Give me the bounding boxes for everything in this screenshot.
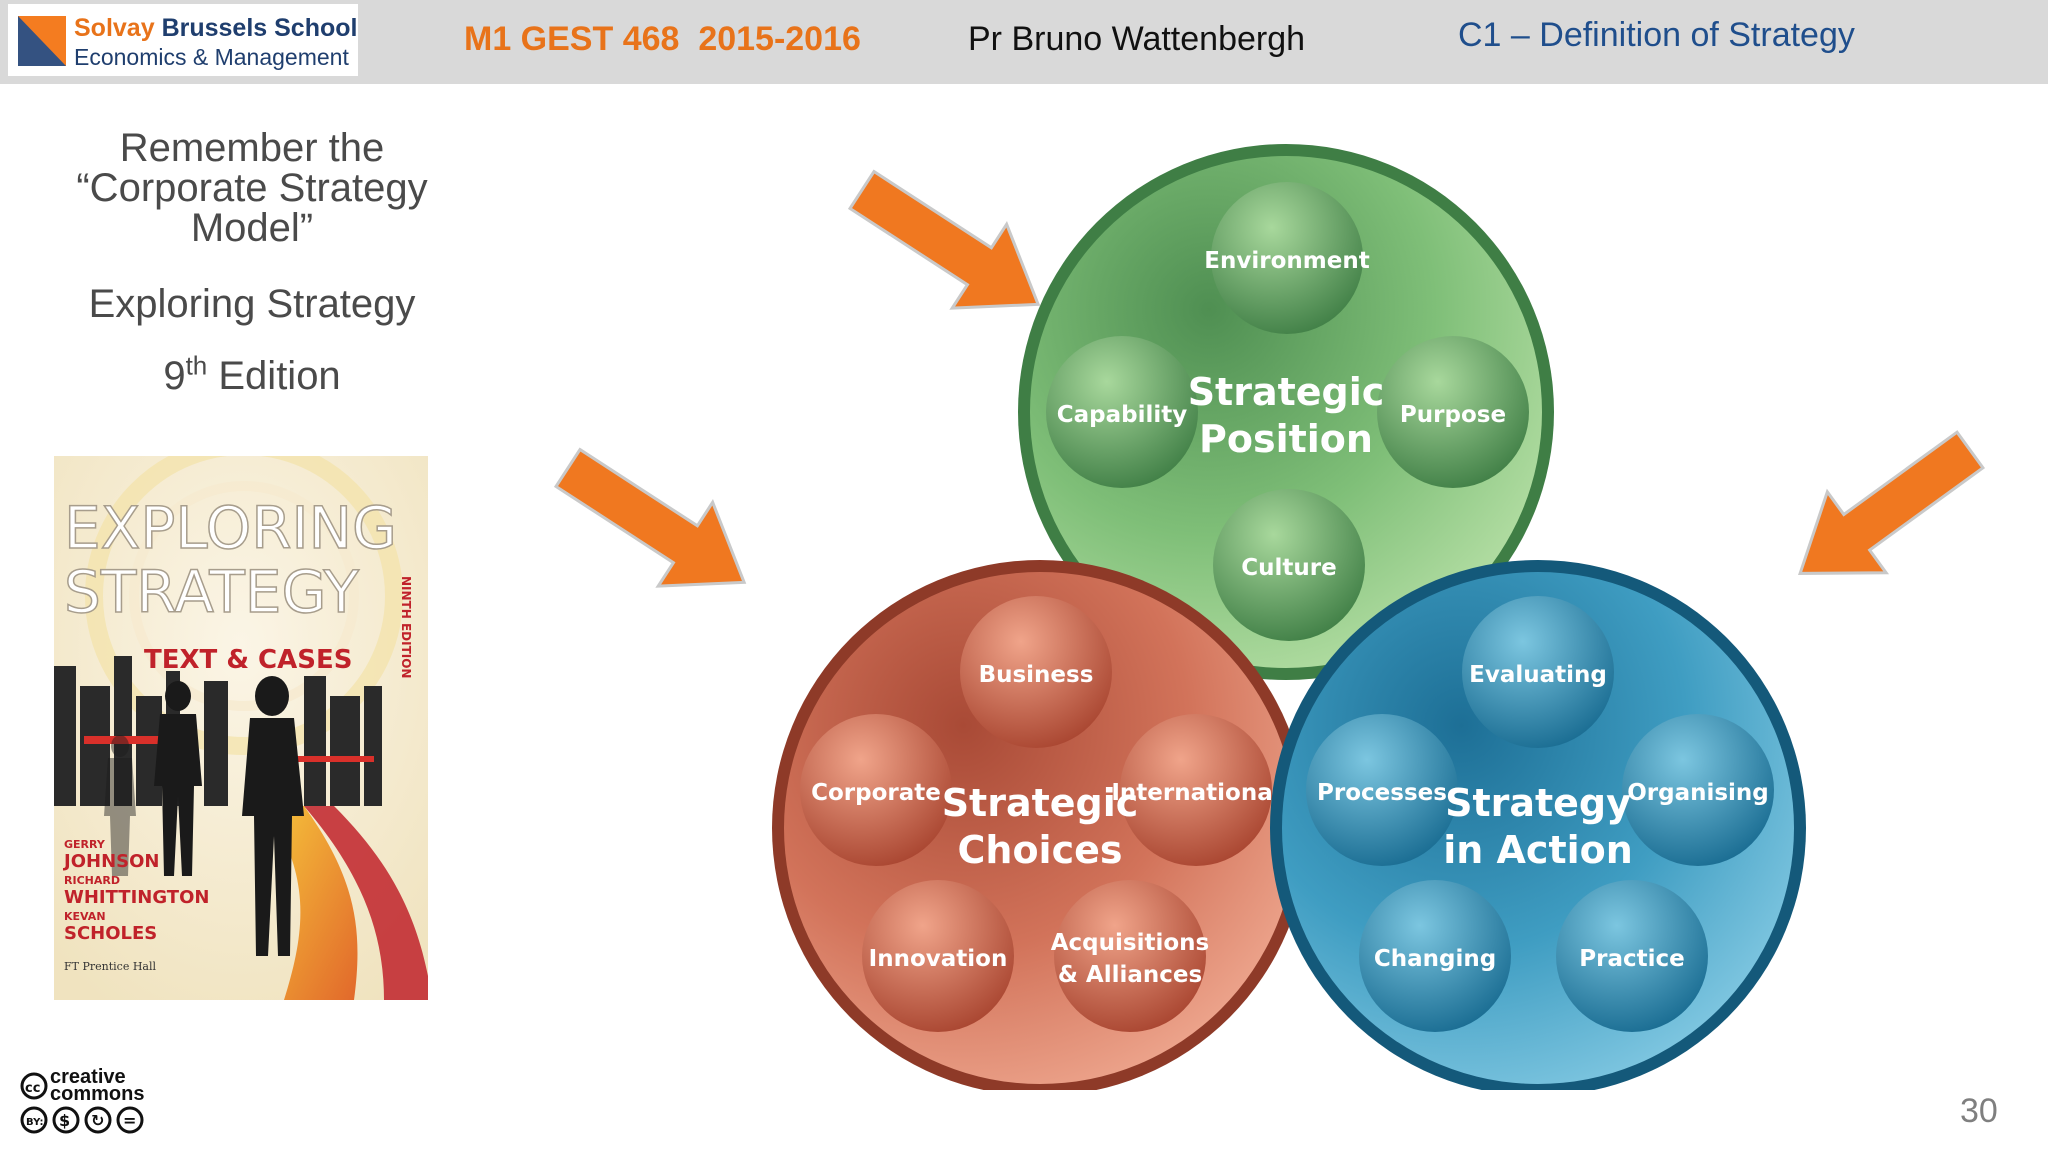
edition-word: Edition bbox=[218, 354, 341, 398]
cover-author-1-last: JOHNSON bbox=[62, 851, 159, 872]
professor-name: Pr Bruno Wattenbergh bbox=[968, 20, 1306, 58]
logo-mark bbox=[18, 16, 66, 66]
book-cover-image: EXPLORING STRATEGY TEXT & CASES NINTH ED… bbox=[54, 456, 428, 1000]
remember-heading: Remember the “Corporate Strategy Model” bbox=[40, 128, 464, 248]
position-item-capability: Capability bbox=[1046, 336, 1198, 488]
choices-item-business: Business bbox=[960, 596, 1112, 748]
cover-publisher: FT Prentice Hall bbox=[64, 960, 156, 973]
cover-author-3-last: SCHOLES bbox=[64, 923, 157, 944]
arrow-to-position bbox=[847, 169, 1041, 310]
svg-text:Capability: Capability bbox=[1057, 402, 1188, 428]
strategic-choices-circle: Business Corporate International Innovat… bbox=[772, 560, 1308, 1090]
svg-text:Corporate: Corporate bbox=[811, 780, 941, 806]
position-title-2: Position bbox=[1199, 417, 1373, 461]
action-title-2: in Action bbox=[1443, 828, 1633, 872]
action-item-practice: Practice bbox=[1556, 880, 1708, 1032]
svg-text:Processes: Processes bbox=[1317, 780, 1447, 806]
action-item-changing: Changing bbox=[1359, 880, 1511, 1032]
svg-text:Environment: Environment bbox=[1204, 248, 1369, 274]
cc-line-2: commons bbox=[50, 1083, 144, 1105]
edition-text: 9th Edition bbox=[40, 353, 464, 398]
svg-text:Culture: Culture bbox=[1241, 555, 1336, 581]
strategy-model-diagram: Environment Capability Purpose Culture S… bbox=[553, 144, 1986, 1090]
svg-text:International: International bbox=[1111, 780, 1280, 806]
choices-title-2: Choices bbox=[958, 828, 1123, 872]
choices-item-corporate: Corporate bbox=[800, 714, 952, 866]
action-item-evaluating: Evaluating bbox=[1462, 596, 1614, 748]
remember-line-2: “Corporate Strategy bbox=[76, 166, 428, 210]
choices-title-1: Strategic bbox=[942, 781, 1139, 825]
remember-line-1: Remember the bbox=[119, 126, 385, 170]
position-item-environment: Environment bbox=[1204, 182, 1370, 334]
choices-item-acquisitions: Acquisitions & Alliances bbox=[1051, 880, 1209, 1032]
arrow-to-choices bbox=[553, 447, 747, 588]
action-item-organising: Organising bbox=[1622, 714, 1774, 866]
choices-item-international: International bbox=[1111, 714, 1281, 866]
edition-suffix: th bbox=[185, 350, 208, 381]
svg-text:BY:: BY: bbox=[26, 1117, 43, 1128]
header-bar: Solvay Brussels School Economics & Manag… bbox=[0, 0, 2048, 84]
cover-author-2-first: RICHARD bbox=[64, 874, 120, 887]
choices-item-innovation: Innovation bbox=[862, 880, 1014, 1032]
svg-text:Acquisitions: Acquisitions bbox=[1051, 930, 1209, 956]
cc-line-1: creative bbox=[50, 1068, 126, 1088]
cover-title-2: STRATEGY bbox=[64, 558, 359, 626]
cover-author-3-first: KEVAN bbox=[64, 910, 106, 923]
logo-solvay: Solvay bbox=[74, 14, 155, 42]
svg-text:$: $ bbox=[59, 1111, 70, 1130]
creative-commons-logo: cc creative commons BY: $ ↻ = bbox=[20, 1068, 144, 1134]
position-title-1: Strategic bbox=[1188, 370, 1385, 414]
book-title-text: Exploring Strategy bbox=[88, 282, 416, 326]
chapter-title: C1 – Definition of Strategy bbox=[1458, 16, 1855, 54]
svg-text:Purpose: Purpose bbox=[1400, 402, 1506, 428]
svg-text:& Alliances: & Alliances bbox=[1058, 962, 1202, 988]
position-item-culture: Culture bbox=[1213, 489, 1365, 641]
cover-edition: NINTH EDITION bbox=[399, 576, 413, 678]
logo-subtitle: Economics & Management bbox=[74, 44, 349, 70]
position-item-purpose: Purpose bbox=[1377, 336, 1529, 488]
arrow-to-action bbox=[1798, 430, 1986, 575]
course-code: M1 GEST 468 2015-2016 bbox=[464, 20, 861, 58]
school-logo: Solvay Brussels School Economics & Manag… bbox=[8, 4, 358, 76]
cover-subtitle: TEXT & CASES bbox=[144, 645, 352, 675]
remember-line-3: Model” bbox=[190, 206, 314, 250]
edition-number: 9 bbox=[163, 354, 186, 398]
strategy-in-action-circle: Evaluating Processes Organising Changing… bbox=[1270, 560, 1806, 1090]
page-number: 30 bbox=[1960, 1092, 1998, 1130]
cover-author-2-last: WHITTINGTON bbox=[64, 887, 209, 908]
strategic-position-circle: Environment Capability Purpose Culture S… bbox=[1018, 144, 1554, 680]
svg-text:cc: cc bbox=[25, 1081, 40, 1096]
svg-text:Evaluating: Evaluating bbox=[1469, 662, 1607, 688]
svg-text:Business: Business bbox=[979, 662, 1094, 688]
svg-text:Organising: Organising bbox=[1627, 780, 1769, 806]
cover-title-1: EXPLORING bbox=[64, 494, 397, 562]
action-item-processes: Processes bbox=[1306, 714, 1458, 866]
logo-school-name: Brussels School bbox=[161, 14, 358, 42]
svg-text:Changing: Changing bbox=[1374, 946, 1496, 972]
action-title-1: Strategy bbox=[1445, 781, 1631, 825]
svg-text:=: = bbox=[123, 1111, 136, 1130]
svg-text:Innovation: Innovation bbox=[869, 946, 1008, 972]
svg-text:Practice: Practice bbox=[1579, 946, 1684, 972]
svg-text:↻: ↻ bbox=[91, 1111, 104, 1130]
cover-author-1-first: GERRY bbox=[64, 838, 106, 851]
